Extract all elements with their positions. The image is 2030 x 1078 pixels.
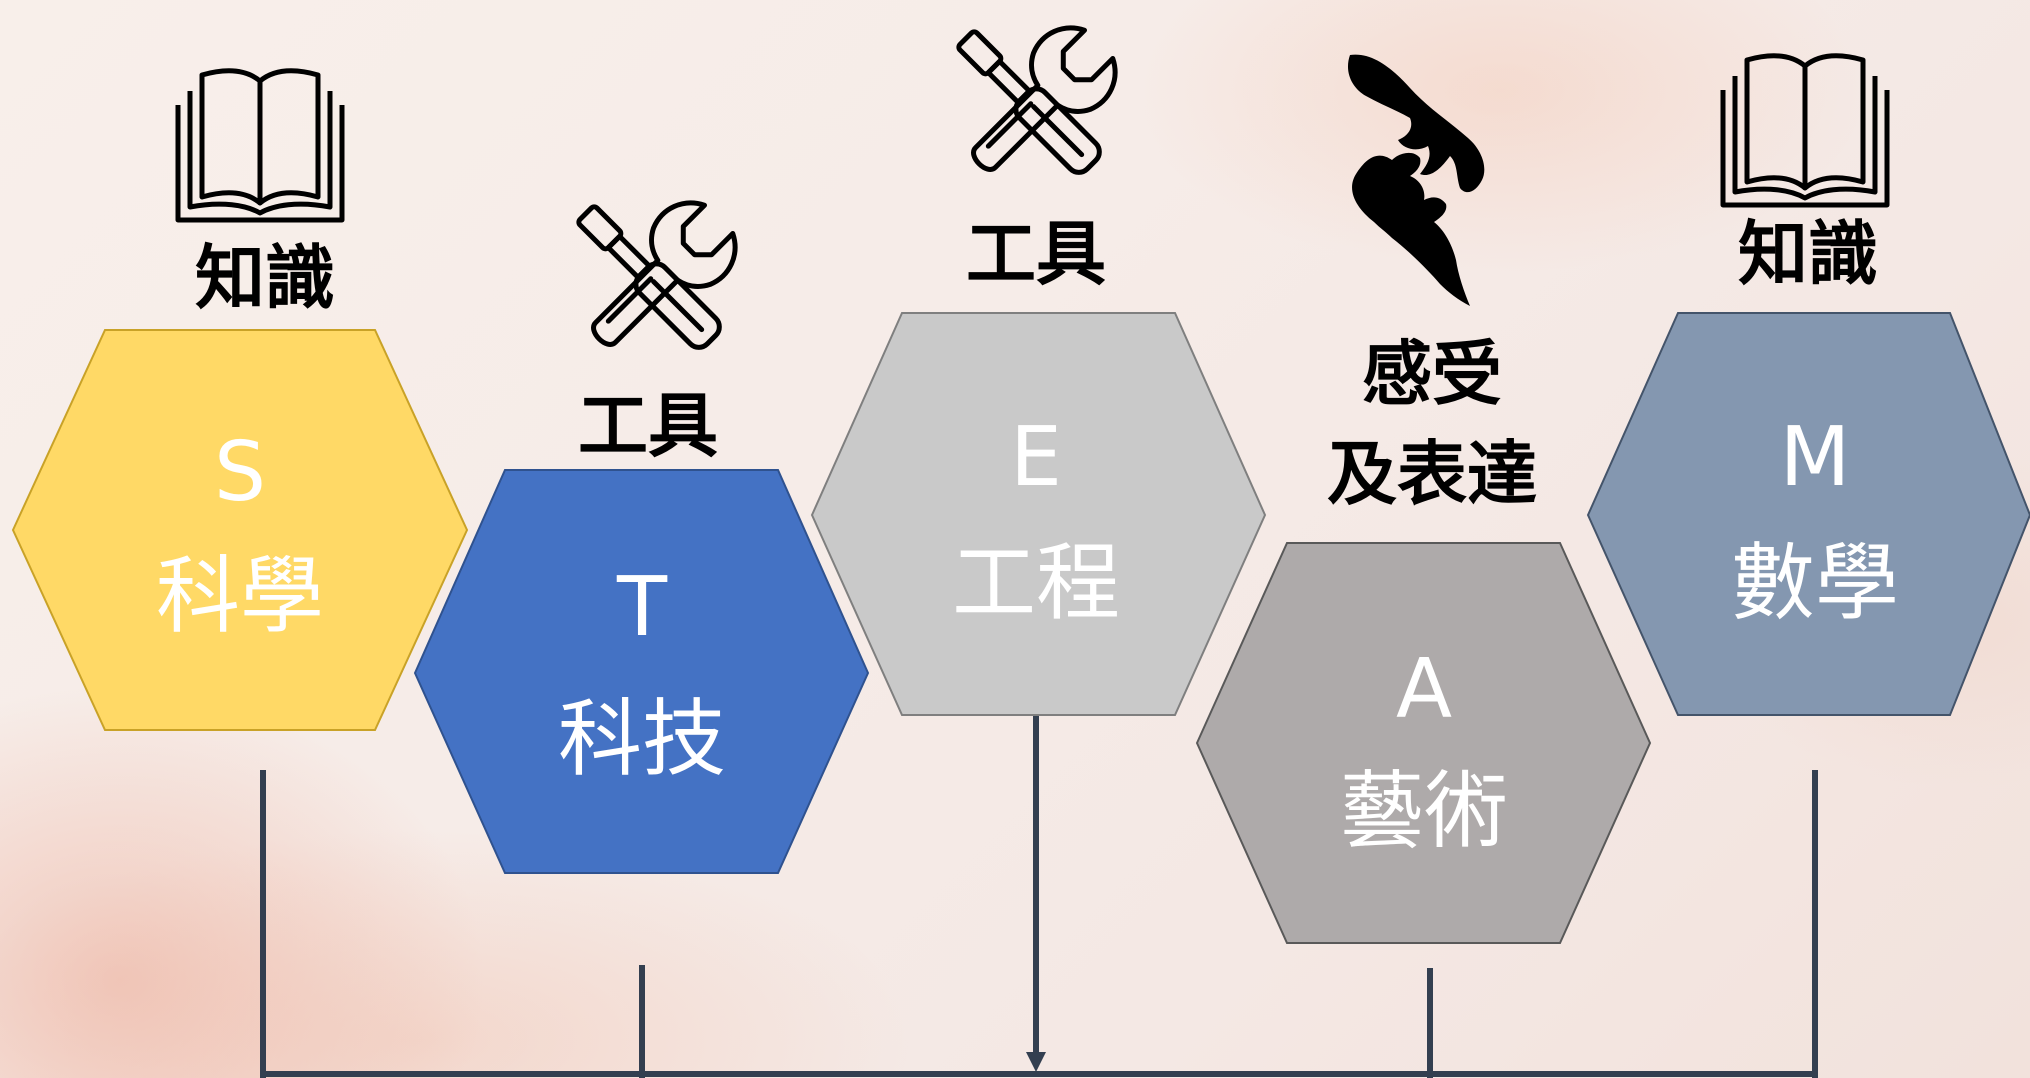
hexagon-s: S 科學 bbox=[11, 329, 469, 731]
label-s: 知識 bbox=[195, 237, 335, 319]
hexagon-m-name: 數學 bbox=[1731, 534, 1899, 632]
book-icon bbox=[175, 68, 345, 223]
arrow-head bbox=[1026, 1052, 1046, 1072]
hexagon-e-letter: E bbox=[1010, 410, 1062, 505]
hexagon-a-shape bbox=[1195, 542, 1652, 944]
label-a-line1: 感受 bbox=[1362, 333, 1502, 415]
book-icon bbox=[1720, 53, 1890, 208]
hexagon-e-shape bbox=[810, 312, 1267, 716]
hexagon-s-name: 科學 bbox=[156, 547, 324, 645]
hexagon-t-shape bbox=[413, 469, 870, 874]
hexagon-e: E 工程 bbox=[810, 312, 1267, 716]
hexagon-e-name: 工程 bbox=[952, 534, 1120, 632]
hexagon-s-letter: S bbox=[214, 425, 266, 520]
hexagon-a-letter: A bbox=[1396, 642, 1452, 737]
label-t: 工具 bbox=[578, 385, 718, 467]
hexagon-t: T 科技 bbox=[413, 469, 870, 874]
connector-lines bbox=[260, 688, 1818, 1078]
label-a-line2: 及表達 bbox=[1327, 433, 1537, 515]
hexagon-m: M 數學 bbox=[1586, 312, 2030, 716]
hexagon-a: A 藝術 bbox=[1195, 542, 1652, 944]
hexagon-s-shape bbox=[11, 329, 469, 731]
hands-icon bbox=[1347, 54, 1485, 306]
hexagon-t-name: 科技 bbox=[558, 690, 726, 788]
tools-icon bbox=[956, 25, 1118, 175]
label-e: 工具 bbox=[966, 213, 1106, 295]
hexagon-a-name: 藝術 bbox=[1340, 762, 1508, 860]
hexagon-t-letter: T bbox=[616, 560, 668, 655]
label-m: 知識 bbox=[1738, 213, 1878, 295]
hexagon-m-letter: M bbox=[1780, 410, 1851, 505]
hexagon-m-shape bbox=[1586, 312, 2030, 716]
tools-icon bbox=[576, 200, 738, 350]
